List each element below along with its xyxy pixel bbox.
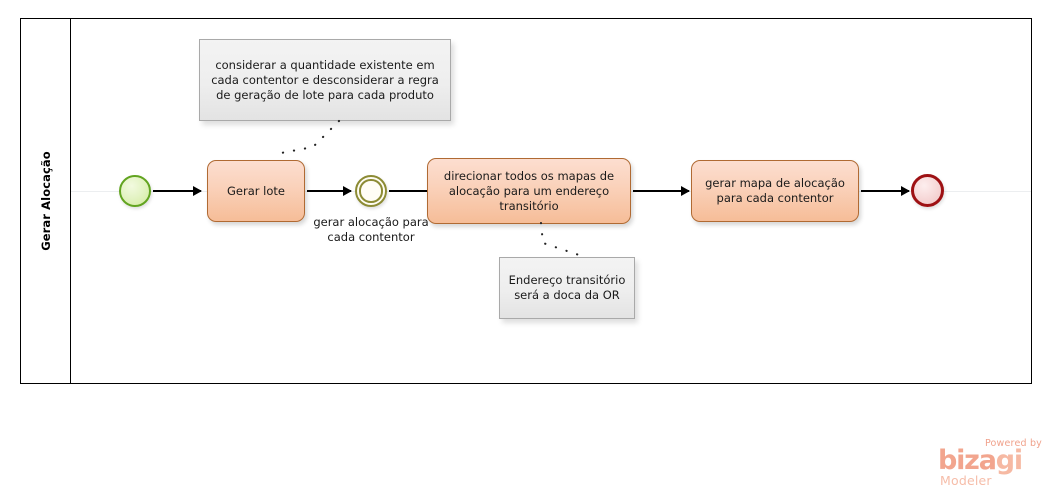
modeler-label: Modeler <box>940 473 992 488</box>
bpmn-pool: Gerar Alocação considerar a quantidade e… <box>20 18 1032 384</box>
lane-body: considerar a quantidade existente em cad… <box>71 19 1031 383</box>
task-gerar-lote[interactable]: Gerar lote <box>207 160 305 222</box>
sequence-flow-gerar-lote-to-intermediate <box>307 190 351 192</box>
bizagi-wordmark-part2: gi <box>995 445 1023 476</box>
bizagi-modeler-logo: Powered by bizagi Modeler <box>938 438 1044 490</box>
bizagi-wordmark-part1: biza <box>938 445 997 476</box>
annotation-quantidade[interactable]: considerar a quantidade existente em cad… <box>199 39 451 121</box>
sequence-flow-direcionar-to-gerar-mapa <box>633 190 689 192</box>
start-event[interactable] <box>119 175 151 207</box>
bizagi-wordmark: bizagi <box>938 445 1023 476</box>
powered-by-label: Powered by <box>984 438 1042 449</box>
task-gerar-mapa[interactable]: gerar mapa de alocação para cada content… <box>691 160 859 222</box>
sequence-flow-intermediate-to-direcionar <box>389 190 441 192</box>
end-event[interactable] <box>911 174 944 207</box>
annotation-endereco[interactable]: Endereço transitório será a doca da OR <box>499 257 635 319</box>
intermediate-event[interactable] <box>355 175 387 207</box>
sequence-flow-start-to-gerar-lote <box>153 190 201 192</box>
intermediate-event-label: gerar alocação para cada contentor <box>313 215 429 244</box>
sequence-flow-gerar-mapa-to-end <box>861 190 909 192</box>
task-direcionar-mapas[interactable]: direcionar todos os mapas de alocação pa… <box>427 158 631 224</box>
lane-label-gerar-alocacao: Gerar Alocação <box>38 151 53 251</box>
lane-header: Gerar Alocação <box>21 19 71 383</box>
